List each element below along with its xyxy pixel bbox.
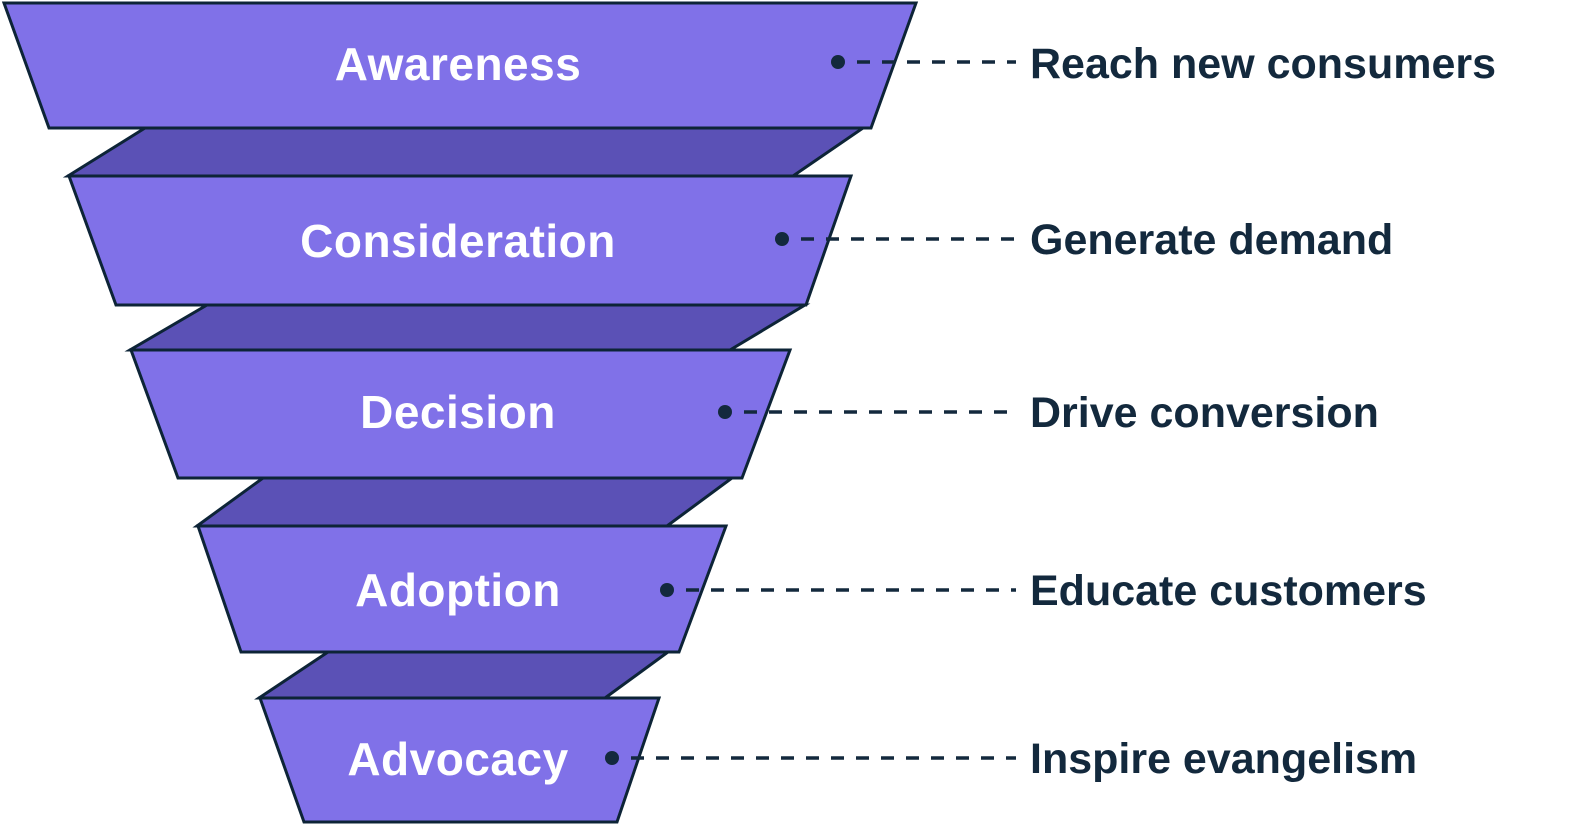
segment-advocacy: [257, 696, 662, 824]
leader-dot-advocacy: [605, 751, 619, 765]
segment-adoption: [195, 524, 729, 654]
fold-awareness-consideration: [62, 126, 868, 178]
leader-dot-consideration: [775, 232, 789, 246]
outcome-label-awareness: Reach new consumers: [1030, 40, 1496, 88]
leader-dot-awareness: [831, 55, 845, 69]
fold-consideration-decision: [124, 303, 811, 352]
segment-consideration: [66, 174, 854, 307]
outcome-label-consideration: Generate demand: [1030, 216, 1393, 264]
stage-label-advocacy: Advocacy: [347, 733, 568, 785]
outcome-label-adoption: Educate customers: [1030, 567, 1427, 615]
outcome-label-advocacy: Inspire evangelism: [1030, 735, 1417, 783]
fold-adoption-advocacy: [254, 650, 673, 700]
segment-decision: [128, 348, 793, 480]
stage-label-consideration: Consideration: [300, 215, 616, 267]
leader-dot-decision: [718, 405, 732, 419]
stage-label-adoption: Adoption: [355, 564, 561, 616]
leader-dot-adoption: [660, 583, 674, 597]
stage-label-awareness: Awareness: [335, 38, 582, 90]
outcome-label-decision: Drive conversion: [1030, 389, 1379, 437]
stage-label-decision: Decision: [360, 386, 556, 438]
segment-awareness: [1, 1, 919, 130]
fold-decision-adoption: [192, 476, 737, 528]
